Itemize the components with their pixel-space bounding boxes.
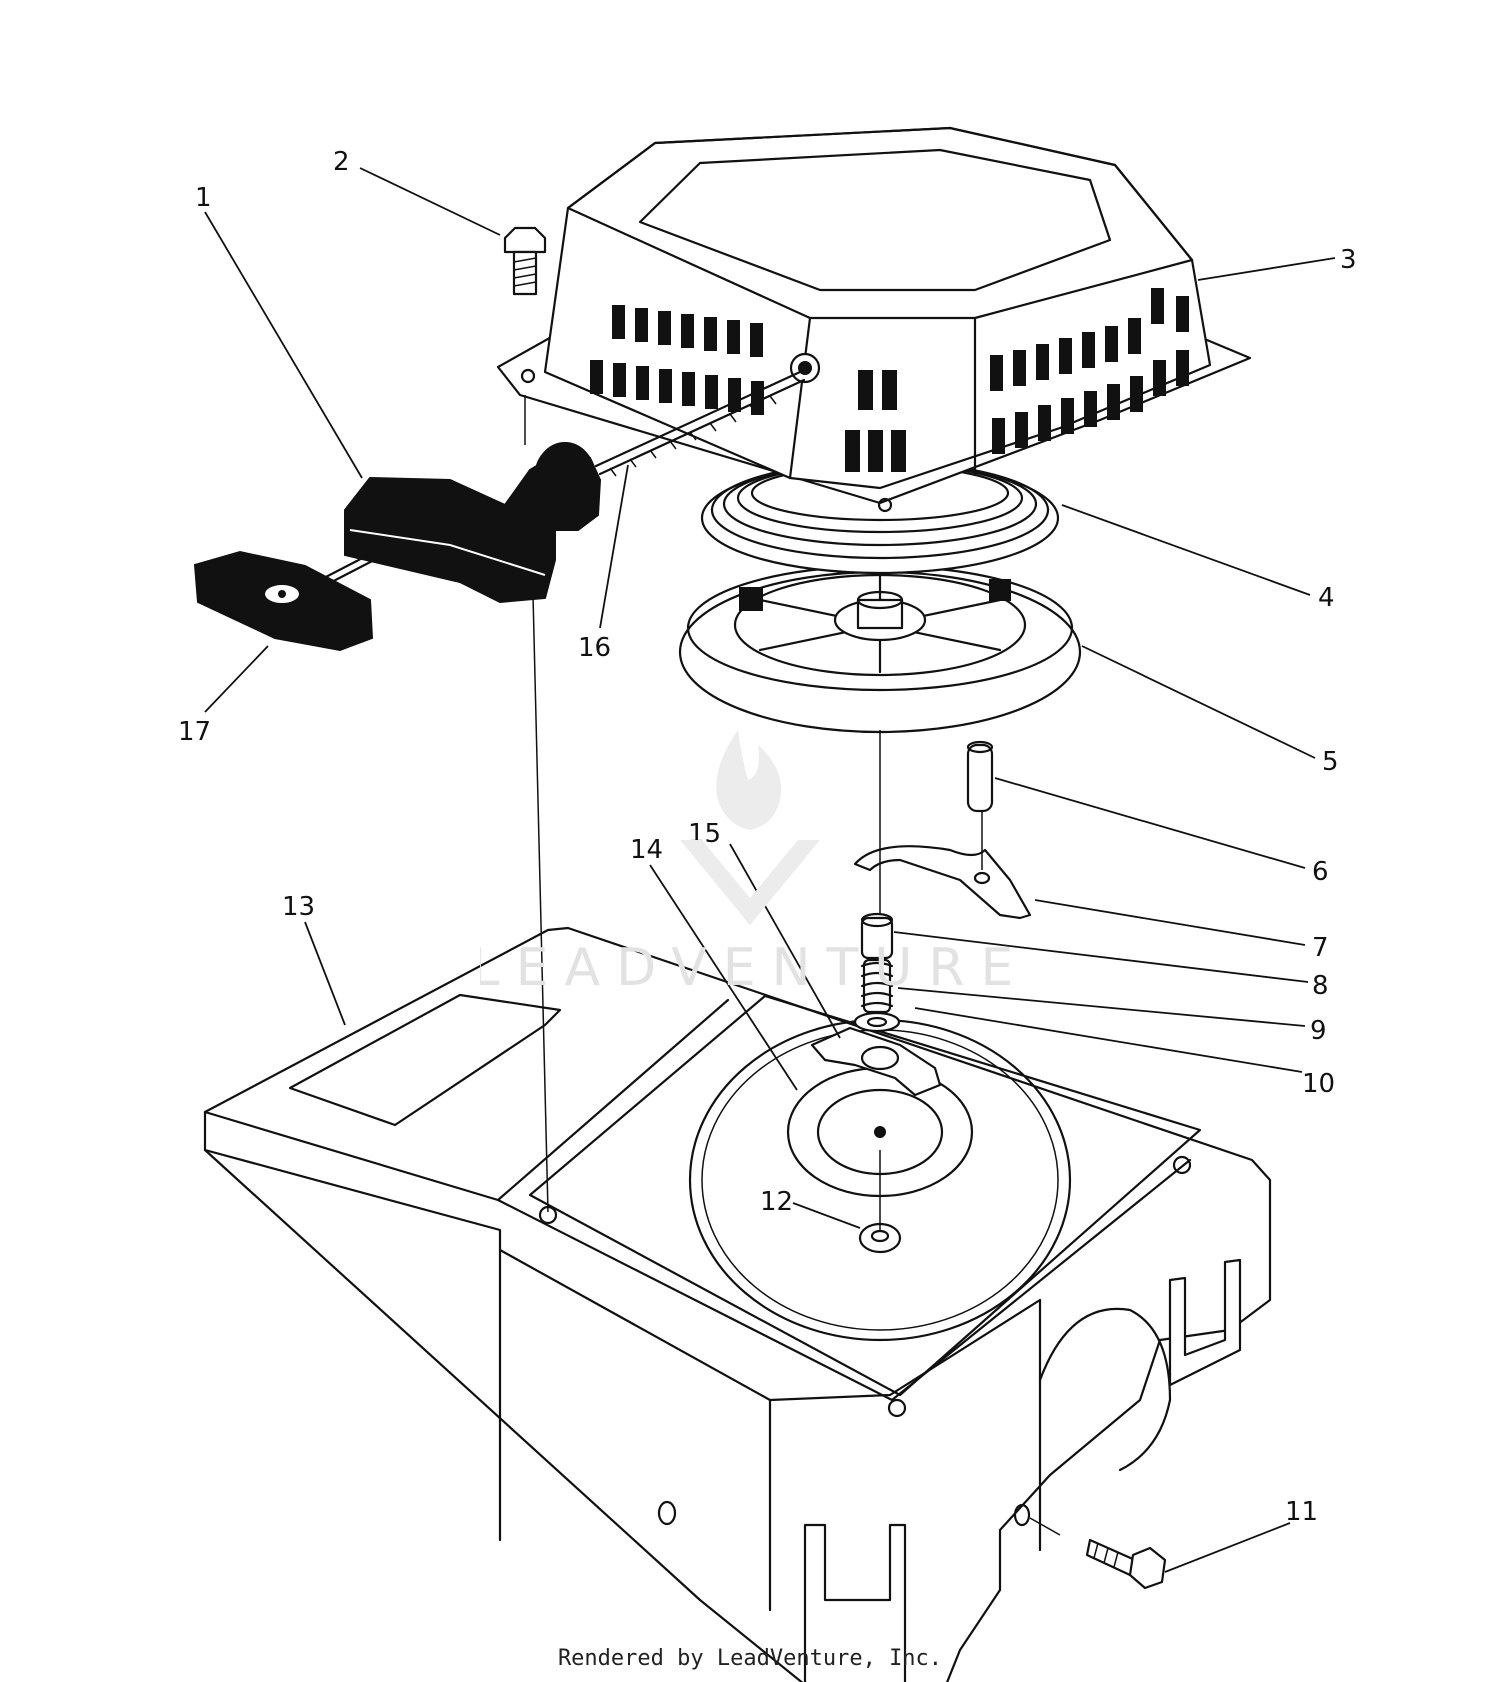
part-15-friction-plate	[810, 1026, 942, 1097]
housing-vent-slots-left	[590, 305, 764, 415]
footer-credit: Rendered by LeadVenture, Inc.	[557, 1646, 943, 1671]
part-7-pawl	[853, 845, 1032, 920]
callout-12: 12	[760, 1187, 793, 1217]
part-17-handle-insert	[193, 548, 382, 652]
callout-6: 6	[1312, 857, 1329, 887]
callout-3: 3	[1340, 245, 1357, 275]
callout-labels: 1 2 3 4 5 6 7 8 9 10 11 12 13 14 15 16 1…	[178, 147, 1357, 1527]
part-8-bushing	[860, 912, 894, 960]
part-13-engine-shroud	[203, 926, 1272, 1682]
callout-4: 4	[1318, 583, 1335, 613]
housing-vent-slots-right	[990, 288, 1189, 454]
watermark-text: LEADVENTURE	[480, 938, 1020, 998]
callout-14: 14	[630, 835, 663, 865]
v-logo-icon	[680, 840, 820, 925]
housing-vent-slots-front	[845, 370, 906, 472]
callout-13: 13	[282, 892, 315, 922]
flame-logo-icon	[716, 730, 782, 830]
part-5-pulley	[678, 564, 1082, 734]
callout-5: 5	[1322, 747, 1339, 777]
callout-11: 11	[1285, 1497, 1318, 1527]
callout-17: 17	[178, 717, 211, 747]
callout-7: 7	[1312, 933, 1329, 963]
part-2-bolt	[503, 226, 547, 296]
callout-8: 8	[1312, 971, 1329, 1001]
leadventure-watermark: LEADVENTURE	[480, 730, 1020, 998]
part-16-starter-rope	[594, 370, 806, 477]
callout-16: 16	[578, 633, 611, 663]
part-6-pin	[966, 740, 994, 813]
callout-1: 1	[195, 183, 212, 213]
alignment-lines	[524, 395, 1061, 1536]
leader-lines	[204, 167, 1336, 1573]
callout-10: 10	[1302, 1069, 1335, 1099]
part-10-washer	[853, 1011, 901, 1033]
callout-2: 2	[333, 147, 350, 177]
part-1-starter-handle	[344, 442, 602, 604]
part-11-screw	[1085, 1538, 1167, 1590]
callout-9: 9	[1310, 1016, 1327, 1046]
part-3-starter-housing	[496, 126, 1252, 513]
